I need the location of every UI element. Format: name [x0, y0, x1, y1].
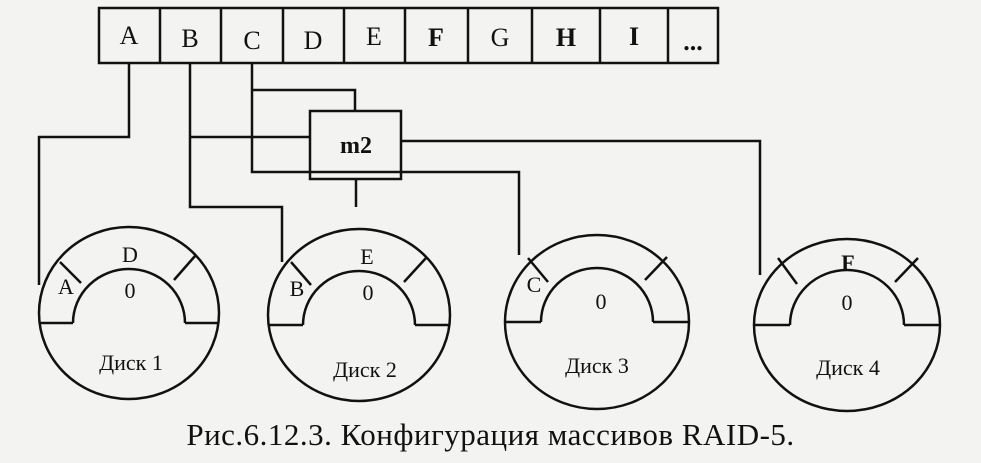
connection-wires	[37, 63, 762, 285]
data-block-strip: A B C D E F G H I ...	[97, 6, 720, 65]
wire-c-disk3	[250, 63, 521, 255]
disk-left-segment-label: B	[290, 276, 305, 301]
disk-name: Диск 2	[333, 357, 397, 382]
disk-name: Диск 1	[99, 350, 163, 375]
disk-inner-arc	[301, 269, 417, 326]
disk-segment-divider	[527, 257, 549, 283]
disk-3: C 0 Диск 3	[503, 233, 691, 411]
block-label: E	[366, 22, 382, 51]
block-label: G	[491, 23, 510, 52]
block-label: B	[181, 24, 198, 53]
disk-segment-divider	[173, 255, 196, 281]
disk-outline	[37, 225, 221, 401]
disk-name: Диск 4	[816, 355, 880, 380]
disk-left-segment-label: A	[58, 274, 74, 299]
disk-top-segment-label: F	[841, 250, 854, 275]
figure-caption: Рис.6.12.3. Конфигурация массивов RAID-5…	[186, 417, 795, 452]
disk-inner-arc	[539, 266, 655, 323]
disk-segment-divider	[776, 257, 799, 285]
wire-c-m2	[252, 88, 357, 111]
wire-m2-disk4	[401, 139, 762, 275]
disk-zero-label: 0	[596, 289, 607, 314]
disk-segment-divider	[403, 257, 427, 283]
disk-top-segment-label: D	[122, 242, 138, 267]
disk-top-segment-label: E	[360, 244, 373, 269]
wire-b-disk2	[188, 63, 284, 262]
parity-box-label: m2	[340, 133, 372, 159]
block-strip-frame	[97, 6, 720, 65]
disk-2: B E 0 Диск 2	[266, 227, 452, 403]
block-label: C	[243, 26, 260, 55]
disk-segment-divider	[894, 257, 919, 283]
disk-name: Диск 3	[565, 353, 629, 378]
wire-a-disk1	[37, 63, 131, 285]
disk-inner-arc	[71, 267, 187, 324]
disk-segment-divider	[290, 261, 312, 286]
block-label: A	[120, 21, 139, 50]
disk-zero-label: 0	[125, 278, 136, 303]
block-label: F	[428, 23, 444, 52]
parity-box: m2	[308, 109, 403, 181]
disk-inner-arc	[788, 268, 906, 326]
disk-segment-divider	[644, 256, 668, 281]
disk-left-segment-label: C	[527, 272, 542, 297]
block-label: I	[629, 22, 639, 51]
disk-outline	[266, 227, 452, 403]
disk-zero-label: 0	[363, 280, 374, 305]
block-label: ...	[683, 27, 703, 56]
block-label: H	[556, 23, 576, 52]
block-label: D	[304, 26, 323, 55]
disk-zero-label: 0	[842, 290, 853, 315]
disk-4: F 0 Диск 4	[752, 237, 942, 413]
disk-segment-divider	[59, 261, 82, 284]
disk-1: A D 0 Диск 1	[37, 225, 221, 401]
